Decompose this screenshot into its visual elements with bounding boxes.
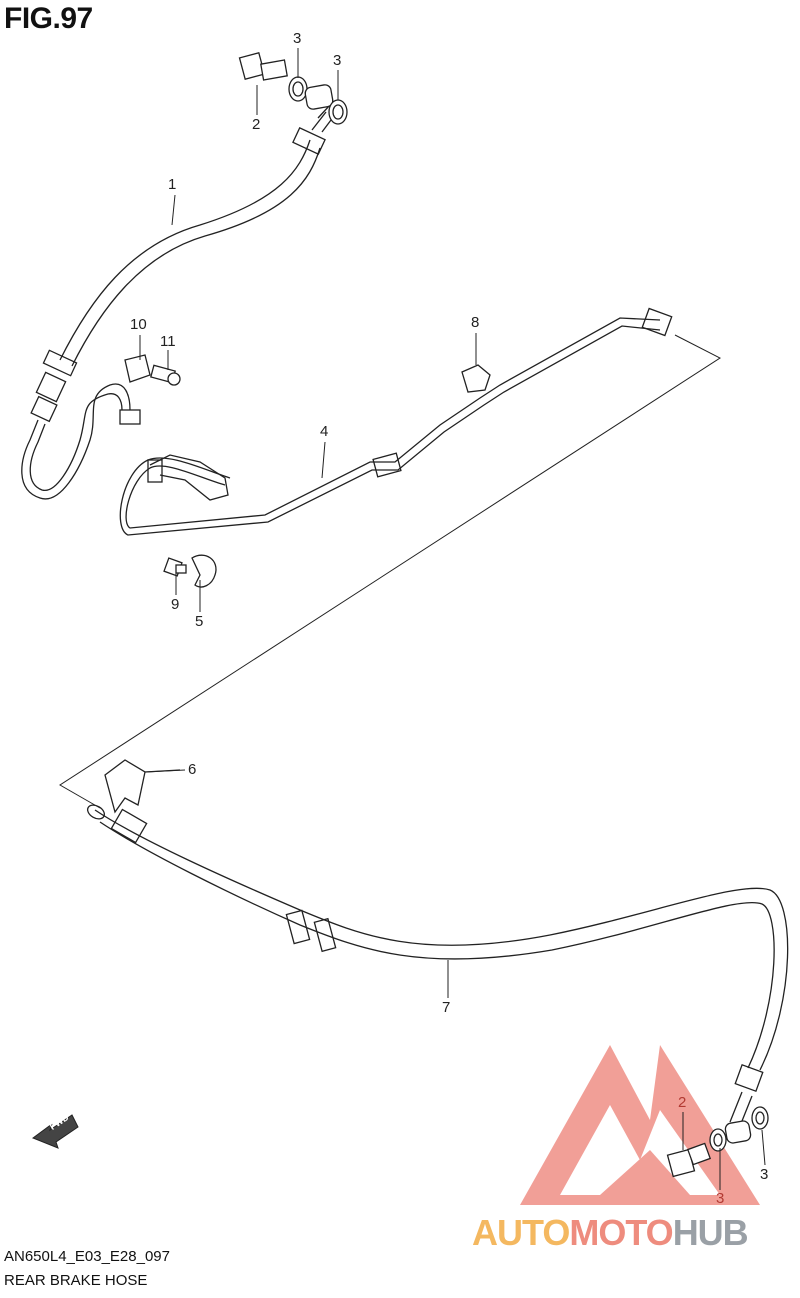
clip-6 (104, 759, 181, 814)
watermark-auto: AUTO (472, 1212, 570, 1253)
fwd-arrow-icon (31, 1114, 79, 1149)
brake-hose-1 (21, 104, 335, 500)
callout-4: 4 (320, 423, 329, 440)
callout-3-lower-left: 3 (716, 1190, 725, 1207)
leader-lines (139, 48, 766, 1190)
watermark-hub: HUB (672, 1212, 749, 1253)
callout-3-upper-right: 3 (333, 52, 342, 69)
reference-lines (59, 334, 721, 809)
callout-2-lower: 2 (678, 1094, 687, 1111)
callout-11: 11 (160, 333, 176, 350)
callout-3-upper-left: 3 (293, 30, 302, 47)
watermark-mountain-logo (520, 1045, 760, 1205)
watermark-text: AUTOMOTOHUB (472, 1212, 749, 1254)
diagram-code: AN650L4_E03_E28_097 (4, 1248, 170, 1265)
callout-10: 10 (130, 316, 147, 333)
banjo-bolt-lower (666, 1106, 769, 1178)
banjo-bolt-upper (238, 51, 348, 125)
diagram-caption: REAR BRAKE HOSE (4, 1272, 148, 1289)
brake-pipe-4 (119, 307, 673, 536)
callout-1: 1 (168, 176, 177, 193)
brake-hose-7 (86, 804, 789, 1127)
callout-3-lower-right: 3 (760, 1166, 769, 1183)
callout-5: 5 (195, 613, 204, 630)
callout-2-upper: 2 (252, 116, 261, 133)
figure-title: FIG.97 (4, 2, 93, 35)
bolt-9-clamp-5 (163, 554, 217, 588)
clamp-10-bolt-11 (124, 354, 181, 386)
callout-6: 6 (188, 761, 197, 778)
clip-8 (461, 364, 491, 393)
watermark-moto: MOTO (569, 1212, 673, 1253)
callout-8: 8 (471, 314, 480, 331)
callout-9: 9 (171, 596, 180, 613)
callout-7: 7 (442, 999, 451, 1016)
